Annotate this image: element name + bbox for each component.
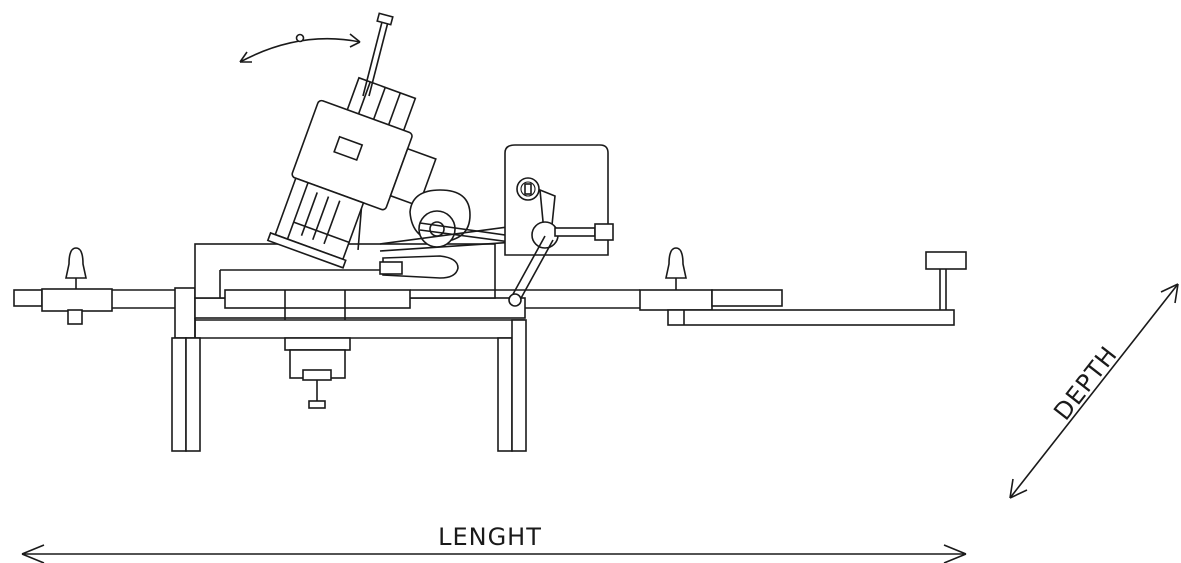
- left-leg: [171, 337, 201, 452]
- left-clamp-knob: [65, 247, 87, 289]
- left-extension-arm: [13, 288, 175, 325]
- vise-assembly: [284, 337, 351, 409]
- feed-rod: [362, 12, 394, 97]
- right-clamp-knob: [665, 247, 687, 290]
- pulley-mechanism: [379, 189, 546, 279]
- length-dimension-arrow: [21, 544, 967, 563]
- right-leg: [497, 319, 527, 452]
- rotation-arrow: [239, 33, 361, 63]
- right-extension-arm: [639, 251, 967, 326]
- depth-dimension-arrow: [1009, 283, 1179, 499]
- depth-label: DEPTH: [1048, 341, 1123, 426]
- length-label: LENGHT: [438, 523, 542, 551]
- operating-lever: [508, 188, 614, 307]
- cutting-head: [266, 76, 437, 269]
